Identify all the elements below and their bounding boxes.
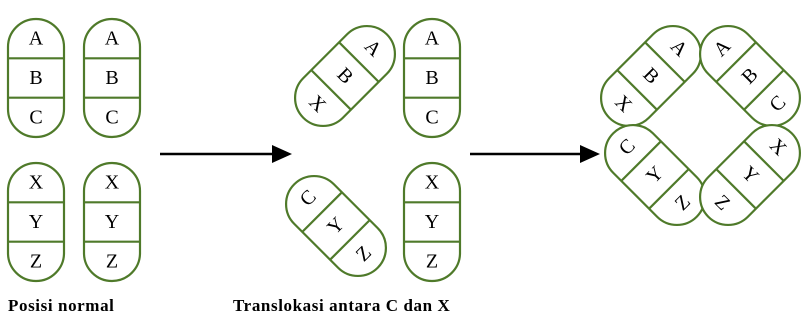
arrow-1 [160, 145, 292, 163]
segment-label-b: B [29, 67, 42, 89]
chromosome-body [6, 161, 66, 283]
segment-label-c: C [105, 106, 118, 128]
chromosome-normal-2: ABC [82, 17, 142, 139]
chromosome-body [402, 161, 462, 283]
chromosome-translocation-2: ABC [402, 17, 462, 139]
arrow-2 [470, 145, 600, 163]
caption-normal-position: Posisi normal [8, 296, 115, 315]
chromosome-quadrivalent-4: XYZ [698, 123, 802, 227]
segment-label-a: A [425, 28, 440, 50]
segment-label-z: Z [426, 250, 438, 272]
segment-label-z: Z [106, 250, 118, 272]
caption-translocation: Translokasi antara C dan X [233, 296, 451, 315]
segment-divider [743, 140, 785, 182]
segment-divider [620, 140, 662, 182]
segment-label-y: Y [29, 211, 43, 233]
chromosome-body [6, 17, 66, 139]
chromosome-body [82, 161, 142, 283]
segment-label-y: Y [425, 211, 439, 233]
segment-divider [616, 69, 658, 111]
segment-label-b: B [105, 67, 118, 89]
chromosome-translocation-3: CYZ [284, 174, 388, 278]
chromosome-body [284, 174, 388, 278]
segment-label-x: X [29, 172, 44, 194]
chromosome-quadrivalent-3: CYZ [603, 123, 707, 227]
segment-divider [644, 41, 686, 83]
chromosome-body [599, 24, 703, 128]
segment-divider [715, 168, 757, 210]
chromosome-normal-1: ABC [6, 17, 66, 139]
segment-divider [743, 69, 785, 111]
chromosome-translocation-1: ABX [293, 24, 397, 128]
segment-label-c: C [425, 106, 438, 128]
segment-divider [715, 41, 757, 83]
chromosome-body [402, 17, 462, 139]
segment-divider [648, 168, 690, 210]
segment-label-y: Y [105, 211, 119, 233]
segment-divider [301, 191, 343, 233]
chromosome-translocation-4: XYZ [402, 161, 462, 283]
segment-label-b: B [425, 67, 438, 89]
chromosome-body [698, 24, 802, 128]
chromosome-normal-3: XYZ [6, 161, 66, 283]
chromosome-body [698, 123, 802, 227]
chromosome-quadrivalent-2: ABC [698, 24, 802, 128]
chromosome-body [603, 123, 707, 227]
chromosome-body [293, 24, 397, 128]
segment-label-x: X [105, 172, 120, 194]
chromosome-normal-4: XYZ [82, 161, 142, 283]
segment-label-a: A [29, 28, 44, 50]
segment-divider [310, 69, 352, 111]
segment-label-c: C [29, 106, 42, 128]
segment-label-z: Z [30, 250, 42, 272]
segment-divider [338, 41, 380, 83]
segment-label-a: A [105, 28, 120, 50]
chromosome-quadrivalent-1: ABX [599, 24, 703, 128]
segment-label-x: X [425, 172, 440, 194]
chromosome-body [82, 17, 142, 139]
segment-divider [329, 219, 371, 261]
